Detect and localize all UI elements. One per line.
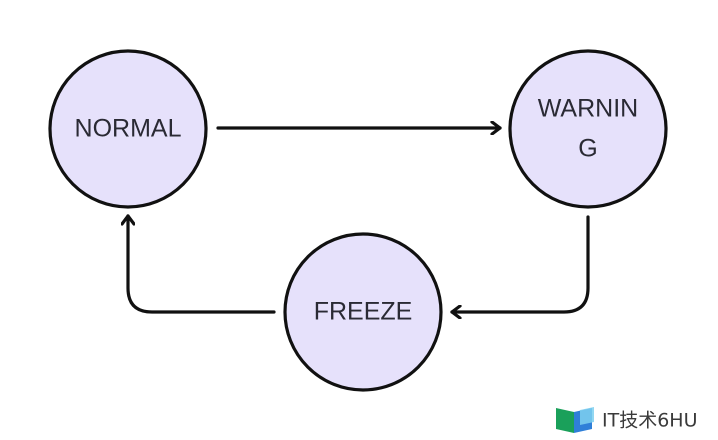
state-normal: NORMAL bbox=[48, 49, 208, 209]
state-warning-label-line2: G bbox=[578, 135, 597, 163]
watermark-text: IT技术6HU bbox=[602, 410, 698, 432]
watermark: IT技术6HU bbox=[556, 407, 698, 433]
state-warning-label-line1: WARNIN bbox=[538, 95, 638, 123]
state-normal-label: NORMAL bbox=[75, 115, 182, 143]
state-freeze-label: FREEZE bbox=[314, 298, 413, 326]
transition-warning-to-freeze bbox=[450, 215, 590, 312]
transition-freeze-to-normal bbox=[128, 214, 276, 314]
state-freeze: FREEZE bbox=[283, 232, 443, 392]
watermark-logo-icon bbox=[556, 407, 594, 433]
state-warning: WARNIN G bbox=[508, 49, 668, 209]
